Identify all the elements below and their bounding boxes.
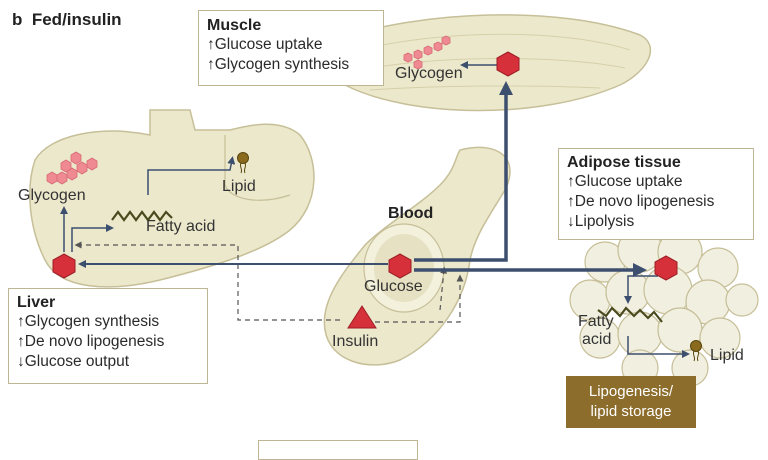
blood-glucose-label: Glucose (364, 278, 423, 295)
liver-effect-line: ↑De novo lipogenesis (17, 333, 165, 350)
muscle-title: Muscle (207, 17, 262, 34)
liver-info-box: Liver ↑Glycogen synthesis ↑De novo lipog… (8, 288, 208, 384)
adipose-effect-line: ↓Lipolysis (567, 213, 635, 230)
fatty-acid-zigzag-adipose (597, 306, 663, 323)
cropped-legend-box (258, 440, 418, 460)
liver-fatty-acid-label: Fatty acid (146, 218, 215, 235)
fatty-acid-zigzag-liver (111, 210, 173, 222)
glycogen-chain-liver (46, 151, 98, 185)
adipose-acid-label: acid (582, 331, 611, 348)
liver-pathway-arrows (60, 156, 236, 252)
adipose-pathway-arrows (624, 275, 690, 358)
glucose-hexagon-liver (52, 253, 76, 279)
muscle-glycogen-label: Glycogen (395, 65, 463, 82)
lipid-storage-line: lipid storage (590, 403, 672, 420)
insulin-triangle (347, 305, 377, 329)
adipose-tissue (569, 227, 759, 387)
adipose-title: Adipose tissue (567, 154, 681, 171)
glucose-hexagon-muscle (496, 51, 520, 77)
blood-vessel (323, 146, 511, 366)
liver-effect-line: ↑Glycogen synthesis (17, 313, 160, 330)
diagram-stage: Glycogen Glycogen Fatty acid Lipid Blood… (8, 10, 759, 460)
adipose-lipid-label: Lipid (710, 347, 744, 364)
glucose-hexagon-adipose (654, 255, 678, 281)
liver-effect-line: ↓Glucose output (17, 353, 130, 370)
panel-heading: Fed/insulin (31, 10, 122, 29)
blood-title: Blood (388, 205, 433, 222)
liver-glycogen-label: Glycogen (18, 187, 86, 204)
arrow-blood-to-muscle (414, 81, 513, 262)
muscle-effect-line: ↑Glucose uptake (207, 36, 323, 53)
adipose-effect-line: ↑De novo lipogenesis (567, 193, 715, 210)
adipose-effect-line: ↑Glucose uptake (567, 173, 683, 190)
liver-lipid-label: Lipid (222, 178, 256, 195)
panel-letter: b (12, 10, 23, 29)
adipose-info-box: Adipose tissue ↑Glucose uptake ↑De novo … (558, 148, 754, 240)
muscle-info-box: Muscle ↑Glucose uptake ↑Glycogen synthes… (198, 10, 384, 86)
lipid-droplet-icon-adipose (690, 340, 702, 362)
glucose-flow-arrows (78, 81, 647, 277)
insulin-signal-lines (74, 241, 464, 323)
glucose-hexagon-blood (388, 253, 412, 279)
panel-title: b Fed/insulin (12, 10, 122, 30)
lipid-storage-line: Lipogenesis/ (588, 383, 674, 400)
blood-insulin-label: Insulin (332, 333, 378, 350)
muscle-effect-line: ↑Glycogen synthesis (207, 56, 350, 73)
glycogen-chain-muscle (403, 35, 451, 70)
diagram-canvas: Glycogen Glycogen Fatty acid Lipid Blood… (18, 14, 759, 387)
lipid-droplet-icon-liver (237, 152, 249, 174)
liver-title: Liver (17, 294, 56, 311)
lipid-storage-box: Lipogenesis/ lipid storage (566, 376, 696, 428)
adipose-fatty-label: Fatty (578, 313, 614, 330)
